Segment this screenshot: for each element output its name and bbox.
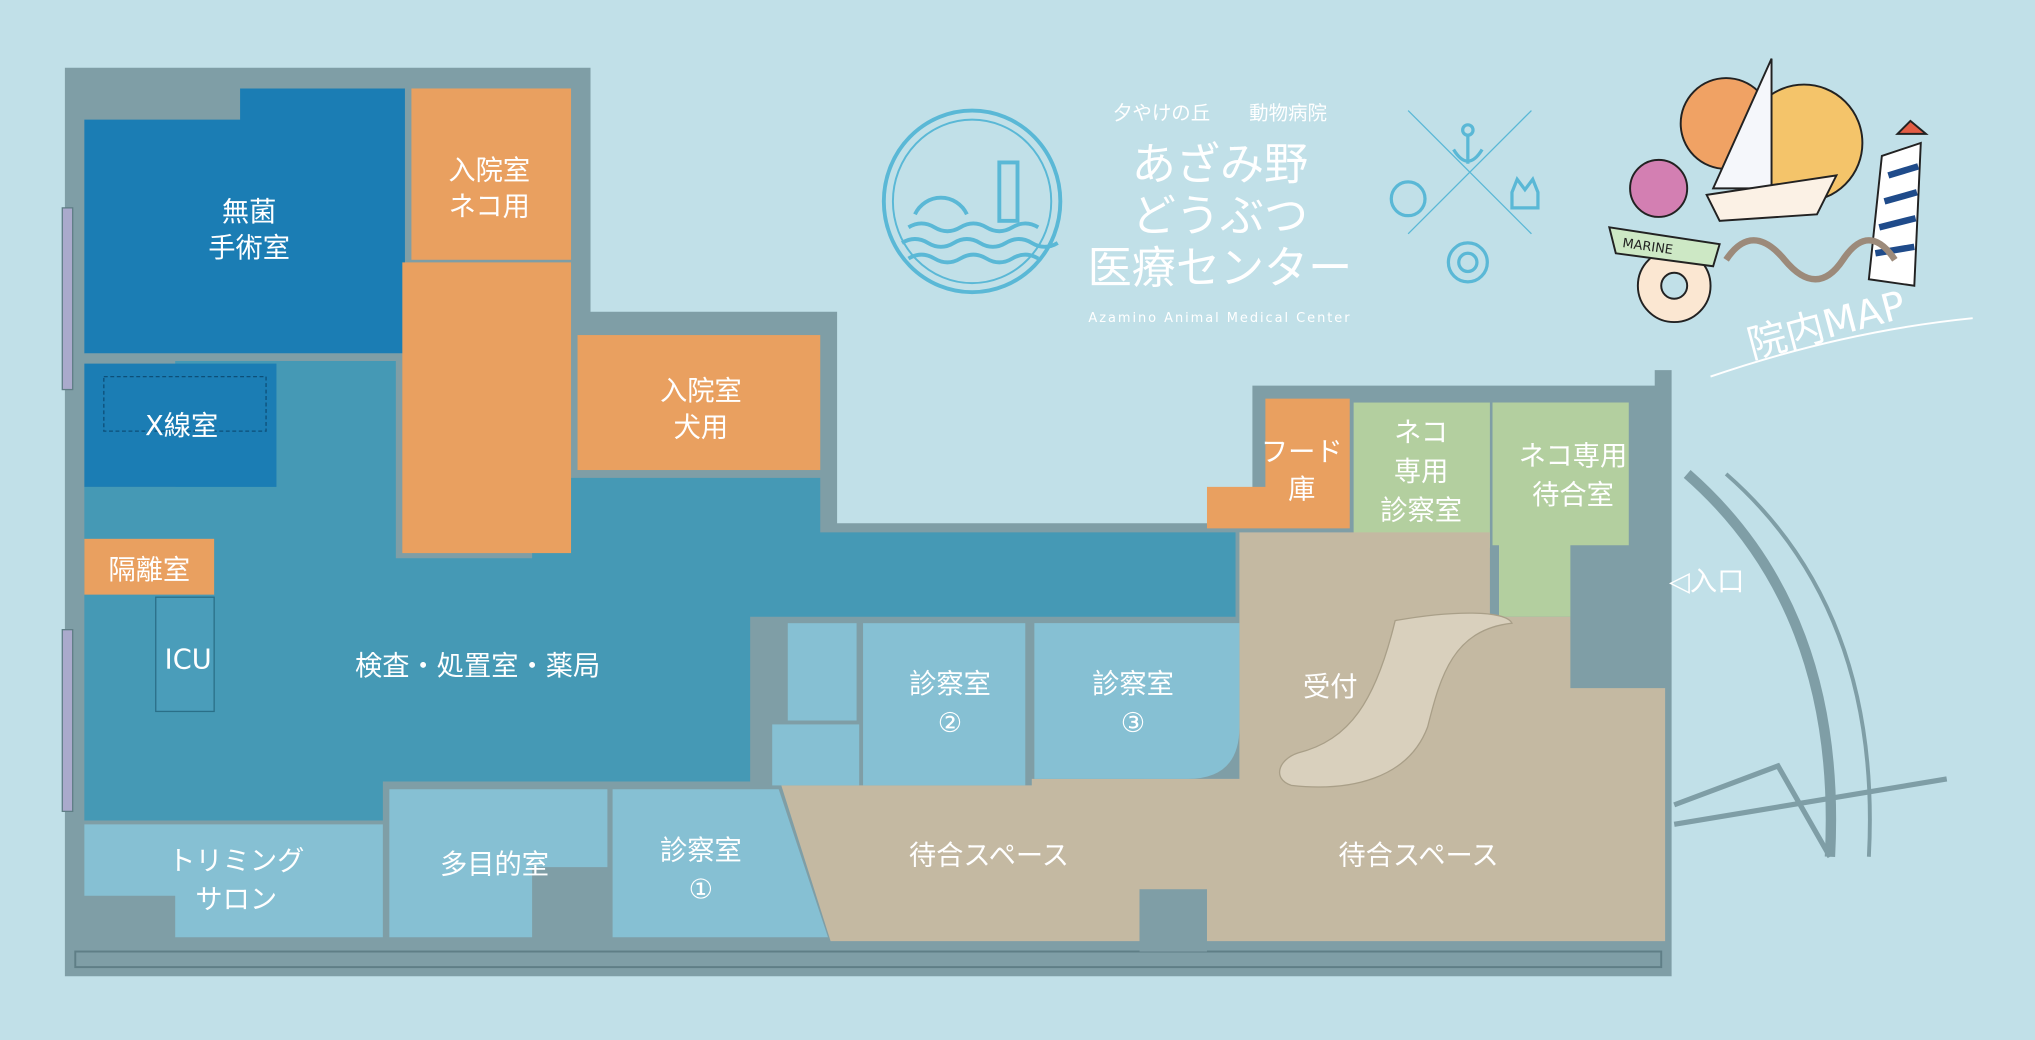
label-entrance[interactable]: ◁入口	[1669, 567, 1744, 598]
hospital-name: 夕やけの丘動物病院	[1113, 102, 1327, 125]
label-cat-waiting: ネコ専用待合室	[1519, 441, 1627, 511]
pet-cross-icon	[1389, 110, 1540, 284]
window-left-lower	[61, 629, 74, 813]
label-ward-cat: 入院室ネコ用	[448, 155, 530, 222]
window-strip	[74, 950, 1663, 969]
reception-counter	[1279, 612, 1513, 788]
toilet	[787, 623, 857, 721]
room-xray	[84, 363, 277, 487]
label-isolation: 隔離室	[108, 555, 190, 586]
label-cat-exam: ネコ専用診察室	[1380, 417, 1462, 526]
label-food: フード庫	[1261, 437, 1343, 506]
label-icu: ICU	[165, 645, 212, 676]
title-line1: あざみ野	[1132, 139, 1308, 190]
xray-table	[103, 375, 267, 432]
room-trimming	[84, 824, 383, 938]
room-isolation	[84, 538, 215, 595]
label-trimming: トリミングサロン	[168, 846, 304, 916]
label-multipurpose: 多目的室	[440, 850, 549, 881]
marine-illustration	[1608, 58, 1929, 324]
room-lab	[84, 361, 1236, 821]
entrance-ramp	[1683, 470, 1837, 858]
marine-ribbon: MARINE	[1621, 236, 1673, 258]
map-badge: 院内MAP	[1743, 283, 1911, 368]
room-exam3	[1034, 623, 1240, 779]
room-icu	[155, 596, 215, 713]
title-line2: どうぶつ	[1132, 191, 1308, 242]
room-cat-waiting	[1492, 402, 1629, 617]
room-ward-dog	[577, 335, 821, 471]
title-line3: 医療センター	[1088, 243, 1353, 294]
sink-room	[772, 724, 860, 786]
label-lab: 検査・処置室・薬局	[355, 651, 600, 682]
room-exam1	[612, 789, 829, 938]
label-reception: 受付	[1303, 672, 1358, 703]
room-food	[1206, 398, 1350, 529]
map-badge-underline	[1710, 317, 1973, 378]
window-left-upper	[61, 207, 74, 391]
ward-corridor	[402, 262, 572, 554]
label-surgery: 無菌手術室	[208, 197, 290, 264]
label-ward-dog: 入院室犬用	[660, 376, 742, 443]
room-ward-cat	[411, 88, 572, 260]
label-waiting-right: 待合スペース	[1338, 841, 1498, 872]
label-xray: X線室	[145, 411, 218, 442]
room-surgery	[84, 88, 405, 354]
label-waiting-left: 待合スペース	[909, 841, 1069, 872]
subtitle: Azamino Animal Medical Center	[1088, 311, 1351, 326]
room-multipurpose	[389, 789, 608, 938]
room-cat-exam	[1353, 402, 1490, 548]
pillar	[1139, 889, 1207, 952]
lighthouse-emblem-icon	[881, 108, 1063, 295]
entrance-steps	[1673, 762, 1948, 859]
room-exam2	[863, 623, 1026, 786]
